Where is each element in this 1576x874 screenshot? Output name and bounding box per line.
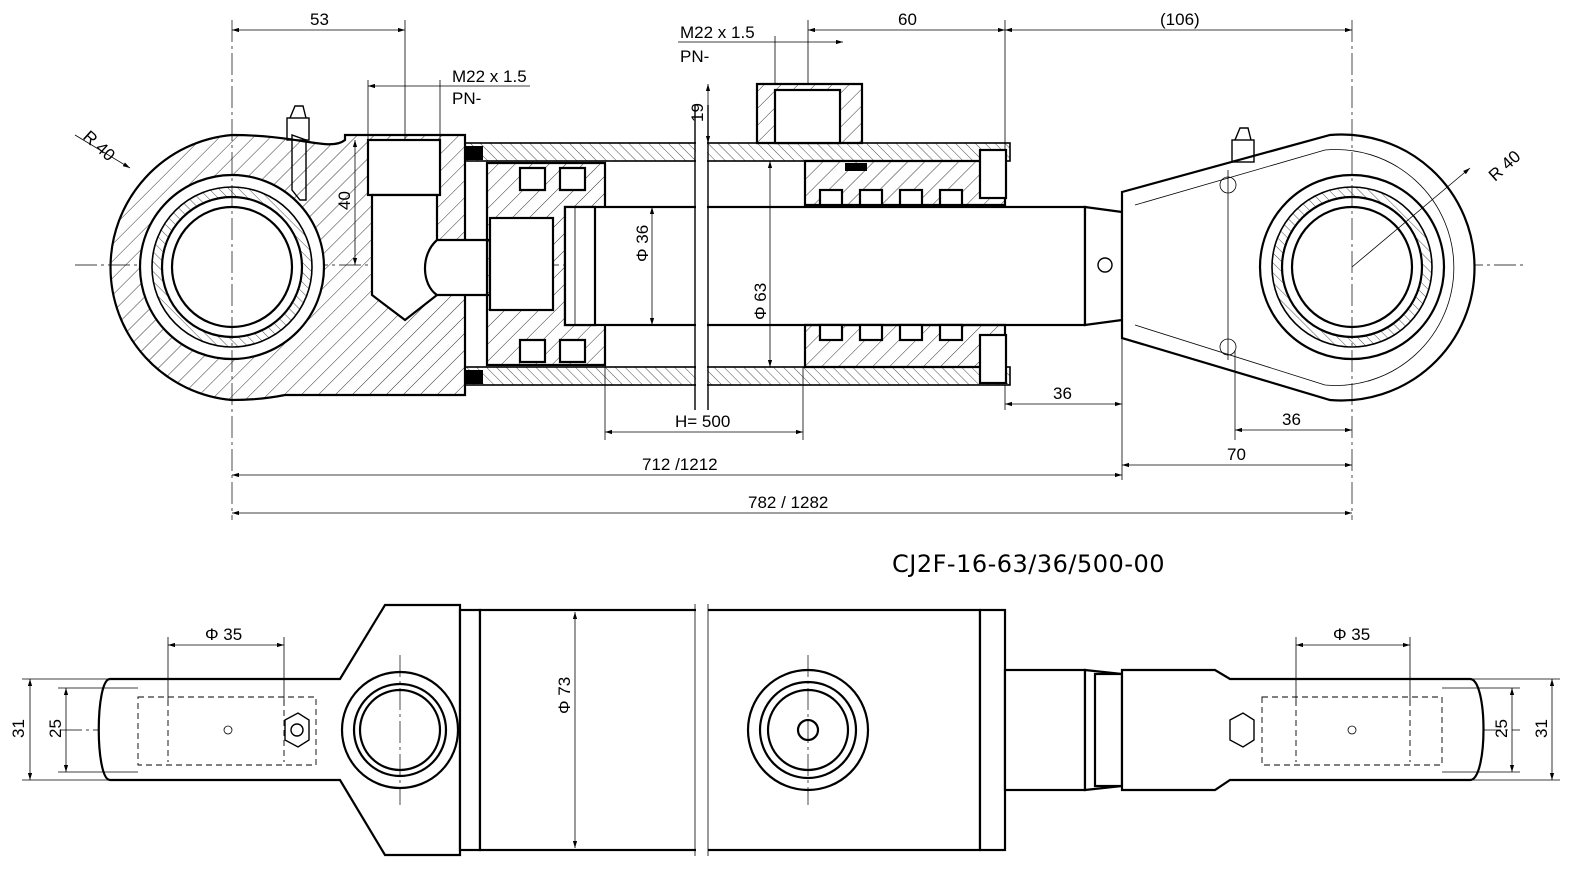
tube-wall-bottom — [464, 366, 1011, 386]
bottom-dimensions: H= 500 36 36 70 712 /1212 782 / 1282 — [232, 338, 1352, 516]
dim-front-port-thread: M22 x 1.5 — [680, 23, 755, 42]
dim-width-25-right: 25 — [1492, 719, 1511, 738]
rod-pin-hidden — [1261, 696, 1443, 766]
rod-tongue — [1120, 668, 1485, 792]
rear-grease-nipple-plan — [284, 712, 310, 748]
dim-rod-diameter: Φ 36 — [633, 225, 652, 262]
plan-rod — [1003, 668, 1087, 792]
dim-outer-diameter: Φ 73 — [555, 677, 574, 714]
dim-width-31-left: 31 — [9, 719, 28, 738]
gland-cap-bottom — [978, 333, 1008, 385]
front-port-bore — [773, 88, 842, 145]
dim-radius-right: R 40 — [1485, 147, 1524, 185]
dim-width-25-left: 25 — [46, 719, 65, 738]
dim-60: 60 — [898, 10, 917, 29]
tube-end-cap-front — [978, 608, 1007, 852]
piston-nut — [488, 216, 555, 312]
piston-rod — [563, 205, 1087, 327]
gland-cap-top — [978, 148, 1008, 200]
rear-port-bore — [366, 138, 442, 197]
rod-end-neck — [1083, 205, 1124, 327]
rear-oil-passage — [423, 238, 492, 297]
break-lines — [694, 105, 709, 410]
dim-width-31-right: 31 — [1532, 719, 1551, 738]
dim-front-port-pn: PN- — [680, 47, 709, 66]
drawing-title: CJ2F-16-63/36/500-00 — [892, 550, 1165, 578]
tube-body — [478, 608, 982, 852]
dim-53: 53 — [310, 10, 329, 29]
dim-rear-port-pn: PN- — [452, 89, 481, 108]
dim-40: 40 — [335, 191, 354, 210]
plan-view: Φ 73 Φ 35 Φ 35 31 2 — [9, 603, 1560, 857]
dim-19: 19 — [688, 103, 707, 122]
rod-pin-hole — [1097, 257, 1113, 273]
rear-port-drill — [370, 193, 439, 322]
rear-grease-nipple — [286, 105, 310, 201]
section-view: 53 M22 x 1.5 PN- M22 x 1.5 PN- 60 (106) … — [74, 10, 1525, 520]
tube-wall-top — [464, 142, 1011, 162]
dim-rod-eye-36: 36 — [1053, 384, 1072, 403]
piston-seals — [518, 166, 587, 364]
gland-seals — [818, 188, 964, 342]
top-dimensions: 53 M22 x 1.5 PN- M22 x 1.5 PN- 60 (106) … — [74, 10, 1524, 367]
dim-radius-left: R 40 — [79, 127, 118, 165]
rod-grease-nipple — [1231, 127, 1255, 163]
tube-end-cap-rear — [458, 608, 482, 852]
rod-grease-nipple-plan — [1229, 712, 1255, 748]
rear-pin-hidden — [137, 696, 317, 766]
dim-pin-right: Φ 35 — [1333, 625, 1370, 644]
dim-closed-length: 712 /1212 — [642, 455, 718, 474]
dim-eye-70: 70 — [1227, 445, 1246, 464]
dim-rear-port-thread: M22 x 1.5 — [452, 67, 527, 86]
dim-stroke: H= 500 — [675, 412, 730, 431]
dim-pin-left: Φ 35 — [205, 625, 242, 644]
dim-106: (106) — [1160, 10, 1200, 29]
dim-eye-center-36: 36 — [1282, 410, 1301, 429]
dim-overall-length: 782 / 1282 — [748, 493, 828, 512]
dim-bore-diameter: Φ 63 — [751, 283, 770, 320]
